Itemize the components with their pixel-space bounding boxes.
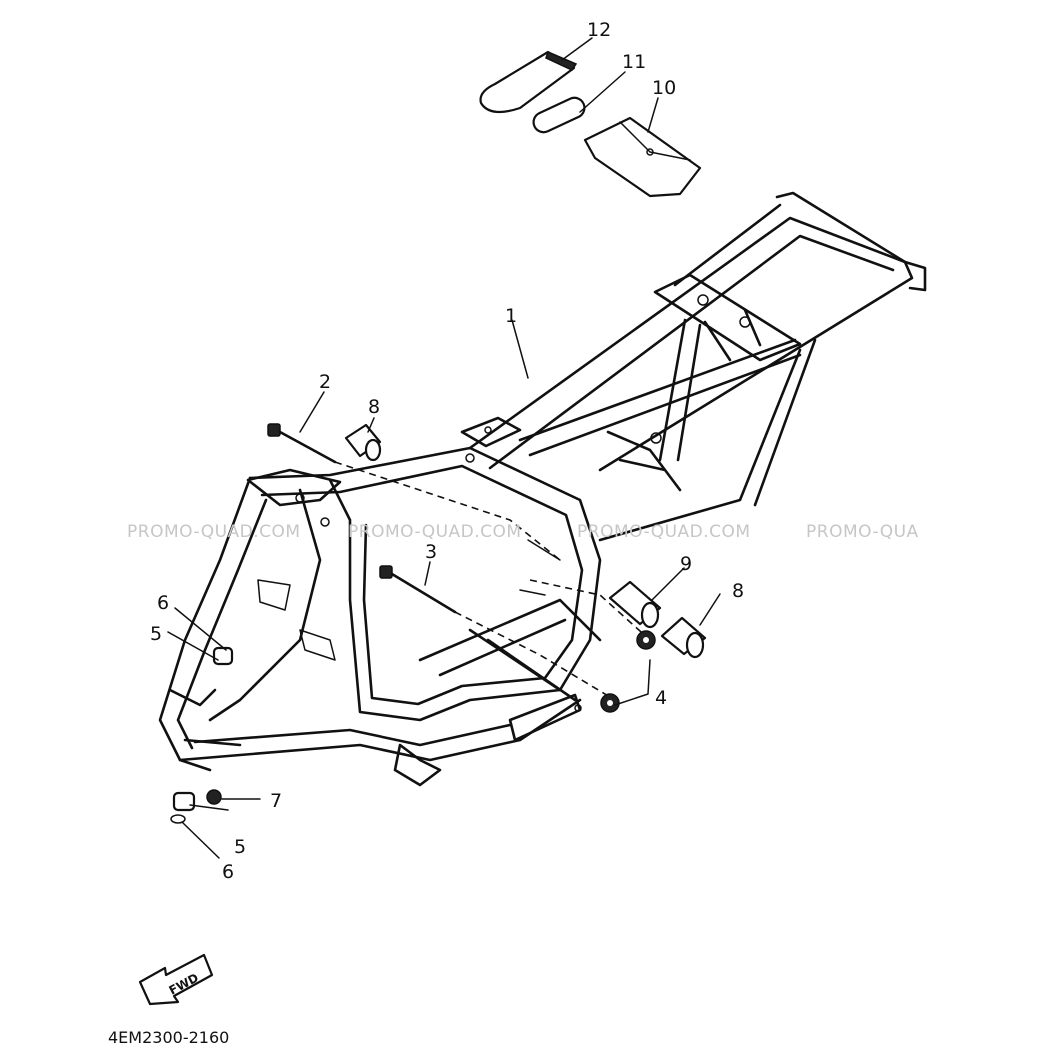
- collar-9: [608, 580, 662, 629]
- watermark-4: PROMO-QUA: [806, 522, 919, 542]
- watermark-2: PROMO-QUAD.COM: [348, 522, 522, 542]
- callout-7: 7: [270, 790, 282, 812]
- pad-11: [532, 96, 586, 134]
- screw-7: [206, 789, 222, 805]
- forward-arrow-icon: FWD: [138, 953, 214, 1006]
- callout-6-lower: 6: [222, 861, 234, 883]
- diagram-code: 4EM2300-2160: [108, 1028, 229, 1047]
- watermark-1: PROMO-QUAD.COM: [127, 522, 301, 542]
- callout-6-upper: 6: [157, 592, 169, 614]
- watermark-3: PROMO-QUAD.COM: [577, 522, 751, 542]
- washer-6-lower: [170, 814, 186, 824]
- cover-10: [583, 116, 702, 198]
- collar-8-lower: [660, 616, 707, 659]
- callout-5-upper: 5: [150, 623, 162, 645]
- callout-12: 12: [587, 19, 611, 41]
- grommet-5-lower: [172, 791, 196, 812]
- leader-lines: [167, 37, 721, 859]
- callout-3: 3: [425, 541, 437, 563]
- callout-8-lower: 8: [732, 580, 744, 602]
- watermarks: PROMO-QUAD.COM PROMO-QUAD.COM PROMO-QUAD…: [127, 522, 919, 542]
- bolt-3: [379, 565, 457, 614]
- callout-4: 4: [655, 687, 667, 709]
- callout-10: 10: [652, 77, 676, 99]
- callout-labels: 1 2 3 4 5 5 6 6 7 8 8 9 10 11 12: [150, 19, 744, 883]
- frame-assembly: [158, 191, 927, 787]
- nut-4-upper: [636, 630, 656, 650]
- callout-8-upper: 8: [368, 396, 380, 418]
- callout-11: 11: [622, 51, 646, 73]
- callout-1: 1: [505, 305, 517, 327]
- bolt-2: [267, 423, 337, 464]
- nut-4-lower: [600, 693, 620, 713]
- callout-9: 9: [680, 553, 692, 575]
- callout-5-lower: 5: [234, 836, 246, 858]
- strap-12: [479, 50, 578, 114]
- bolt-2-axis: [334, 461, 561, 561]
- collar-8-upper: [344, 423, 382, 462]
- callout-2: 2: [319, 371, 331, 393]
- grommet-5-upper: [212, 646, 234, 666]
